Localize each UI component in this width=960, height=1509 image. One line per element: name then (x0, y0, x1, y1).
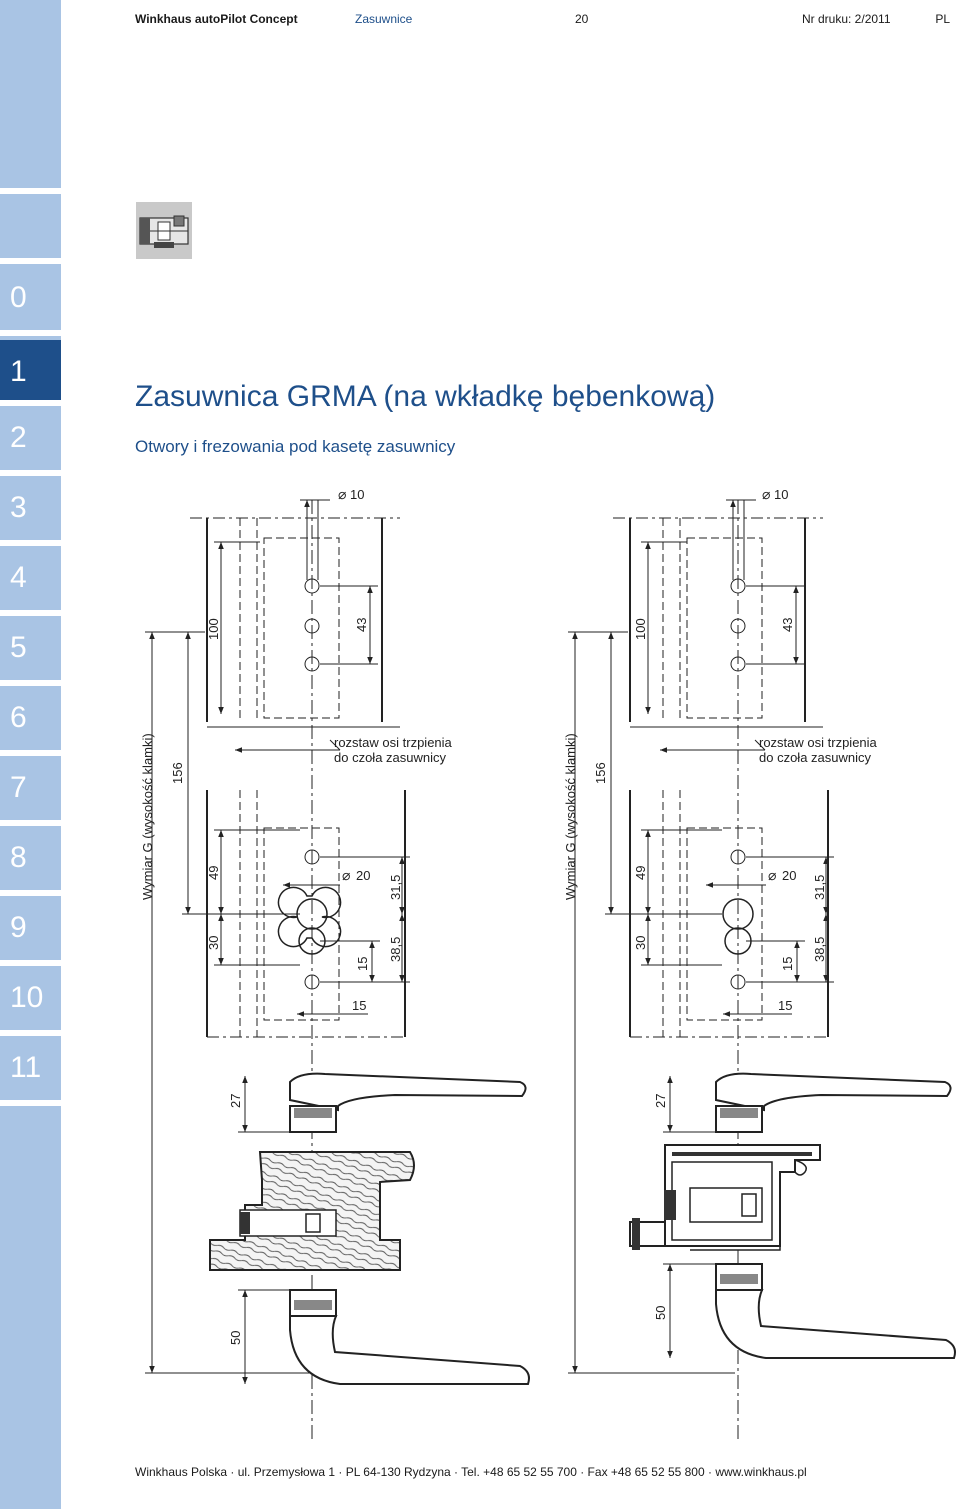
drawing-right (568, 499, 956, 1440)
tab-separator (0, 680, 61, 686)
tab-separator (0, 820, 61, 826)
dim-31-5-right: 31,5 (812, 875, 827, 900)
dim-15-vertical-right: 15 (780, 957, 795, 971)
language-code: PL (935, 12, 950, 26)
dia-20-symbol-right: ⌀ (768, 867, 776, 883)
chapter-tab-label: 1 (10, 355, 27, 388)
dia-20-symbol: ⌀ (342, 867, 350, 883)
dim-31-5: 31,5 (388, 875, 403, 900)
chapter-tab-0[interactable]: 0 (0, 266, 61, 330)
dim-dia-20: 20 (356, 868, 370, 883)
dim-38-5: 38,5 (388, 937, 403, 962)
chapter-tab-label: 10 (10, 981, 44, 1014)
chapter-tab-label: 5 (10, 631, 27, 664)
chapter-tab-label: 4 (10, 561, 27, 594)
section-label: Zasuwnice (355, 12, 413, 26)
dim-30-right: 30 (633, 936, 648, 950)
chapter-tab-7[interactable]: 7 (0, 756, 61, 820)
chapter-tab-2[interactable]: 2 (0, 406, 61, 470)
page-title: Zasuwnica GRMA (na wkładkę bębenkową) (135, 380, 716, 413)
dim-43: 43 (354, 618, 369, 632)
dim-100: 100 (206, 618, 221, 640)
tab-separator (0, 540, 61, 546)
tab-separator (0, 1100, 61, 1106)
technical-drawing: ⌀ 10 100 43 rozstaw osi trzpienia do czo… (140, 486, 956, 1440)
dim-27-right: 27 (653, 1094, 668, 1108)
tab-separator (0, 258, 61, 264)
page-subtitle: Otwory i frezowania pod kasetę zasuwnicy (135, 437, 456, 456)
tab-separator (0, 960, 61, 966)
brand-label: Winkhaus autoPilot Concept (135, 12, 298, 26)
dim-38-5-right: 38,5 (812, 937, 827, 962)
chapter-tab-label: 8 (10, 841, 27, 874)
dim-dia-20-right: 20 (782, 868, 796, 883)
page-header: Winkhaus autoPilot Concept Zasuwnice 20 … (135, 12, 950, 28)
dim-15-horizontal: 15 (352, 998, 366, 1013)
dim-49-right: 49 (633, 866, 648, 880)
dia-top-symbol-right: ⌀ (762, 486, 770, 502)
page-number: 20 (575, 12, 589, 26)
wymiar-g-label: Wymiar G (wysokość klamki) (140, 733, 155, 900)
note-line1: rozstaw osi trzpienia (334, 735, 453, 750)
chapter-sidebar: 0 1 2 3 4 5 6 7 8 9 10 11 (0, 0, 61, 1509)
dim-dia-10: 10 (350, 487, 364, 502)
chapter-tab-label: 0 (10, 281, 27, 314)
dim-156-right: 156 (593, 762, 608, 784)
dim-43-right: 43 (780, 618, 795, 632)
dim-30: 30 (206, 936, 221, 950)
chapter-tab-11[interactable]: 11 (0, 1036, 61, 1100)
tab-separator (0, 188, 61, 194)
dim-100-right: 100 (633, 618, 648, 640)
chapter-tab-label: 6 (10, 701, 27, 734)
chapter-tab-label: 3 (10, 491, 27, 524)
print-reference: Nr druku: 2/2011 (802, 12, 891, 26)
chapter-tab-label: 7 (10, 771, 27, 804)
tab-separator (0, 470, 61, 476)
wymiar-g-label-right: Wymiar G (wysokość klamki) (563, 733, 578, 900)
window-profile-icon (136, 202, 192, 259)
chapter-tab-3[interactable]: 3 (0, 476, 61, 540)
tab-separator (0, 890, 61, 896)
chapter-tab-6[interactable]: 6 (0, 686, 61, 750)
chapter-tab-1[interactable]: 1 (0, 340, 61, 404)
chapter-tab-5[interactable]: 5 (0, 616, 61, 680)
dim-50: 50 (228, 1331, 243, 1345)
dim-15-vertical: 15 (355, 957, 370, 971)
tab-separator (0, 750, 61, 756)
dia-top-symbol: ⌀ (338, 486, 346, 502)
chapter-tab-label: 9 (10, 911, 27, 944)
dim-156: 156 (170, 762, 185, 784)
footer-contact: Winkhaus Polska · ul. Przemysłowa 1 · PL… (135, 1465, 807, 1479)
note-line2-right: do czoła zasuwnicy (759, 750, 871, 765)
tab-separator (0, 400, 61, 406)
tab-separator (0, 330, 61, 336)
dim-49: 49 (206, 866, 221, 880)
chapter-tab-label: 2 (10, 421, 27, 454)
chapter-tab-8[interactable]: 8 (0, 826, 61, 890)
chapter-tab-9[interactable]: 9 (0, 896, 61, 960)
chapter-tab-10[interactable]: 10 (0, 966, 61, 1030)
dim-50-right: 50 (653, 1306, 668, 1320)
dim-27: 27 (228, 1094, 243, 1108)
note-line2: do czoła zasuwnicy (334, 750, 446, 765)
drawing-left (145, 499, 530, 1440)
dim-dia-10-right: 10 (774, 487, 788, 502)
note-line1-right: rozstaw osi trzpienia (759, 735, 878, 750)
chapter-tab-4[interactable]: 4 (0, 546, 61, 610)
tab-separator (0, 1030, 61, 1036)
tab-separator (0, 610, 61, 616)
dim-15-horizontal-right: 15 (778, 998, 792, 1013)
chapter-tab-label: 11 (10, 1051, 42, 1084)
